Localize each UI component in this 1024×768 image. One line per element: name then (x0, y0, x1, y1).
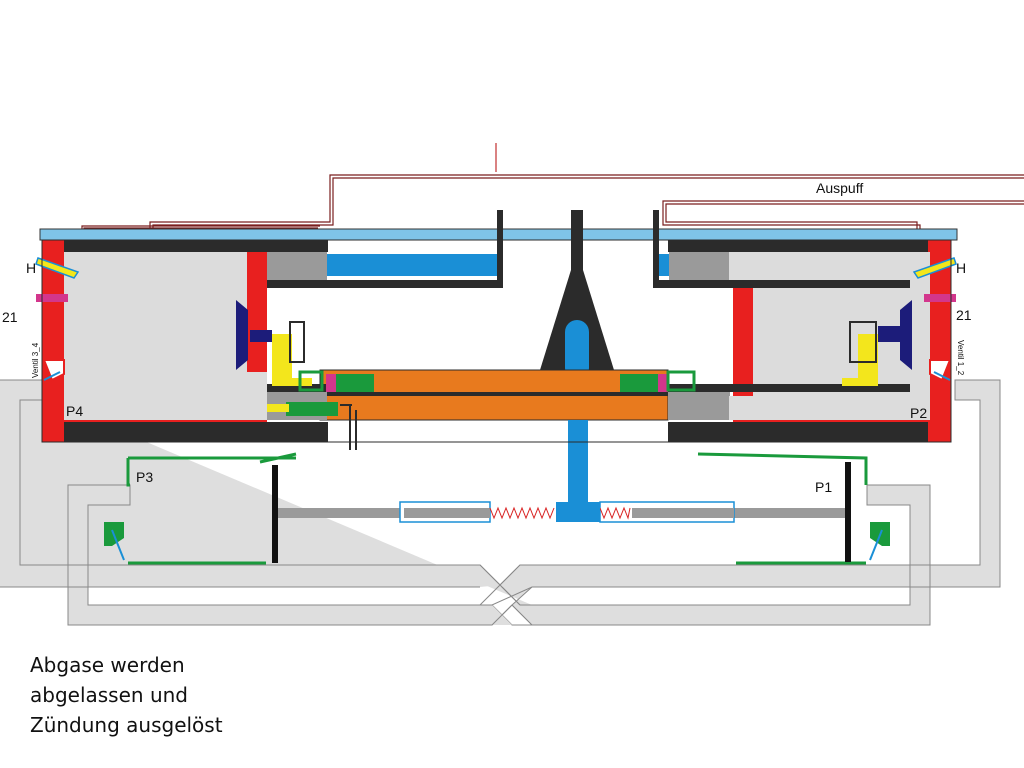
left-cylinder (42, 240, 328, 442)
frame-edges (41, 239, 952, 443)
valve-h-right (912, 257, 957, 302)
p1-label: P1 (815, 479, 832, 495)
num-left-label: 21 (2, 309, 18, 325)
p2-label: P2 (910, 405, 927, 421)
lower-chamber (104, 452, 890, 565)
caption-line-1: Abgase werden (30, 653, 185, 677)
duct-fill (0, 380, 1000, 625)
valve-h-left (35, 257, 80, 302)
caption-line-3: Zündung ausgelöst (30, 713, 223, 737)
valve-3-4 (42, 359, 65, 382)
lower-rod (278, 420, 845, 523)
exhaust-pipe (81, 143, 1024, 232)
h-right-label: H (956, 260, 966, 276)
caption: Abgase werden abgelassen und Zündung aus… (30, 650, 290, 740)
right-actuator (666, 300, 912, 392)
valve-1-2 (929, 359, 952, 382)
upper-right-channel (653, 210, 910, 288)
exhaust-label: Auspuff (816, 180, 863, 196)
spring-left (489, 506, 555, 520)
upper-left-channel (267, 210, 503, 288)
p4-label: P4 (66, 403, 83, 419)
piston-assembly (267, 369, 910, 421)
h-left-label: H (26, 260, 36, 276)
valve-1-2-label: Ventil 1_2 (956, 340, 965, 376)
num-right-label: 21 (956, 307, 972, 323)
caption-line-2: abgelassen und (30, 683, 188, 707)
valve-3-4-label: Ventil 3_4 (31, 342, 40, 378)
left-actuator (236, 300, 324, 392)
spring-right (599, 506, 631, 520)
p3-label: P3 (136, 469, 153, 485)
